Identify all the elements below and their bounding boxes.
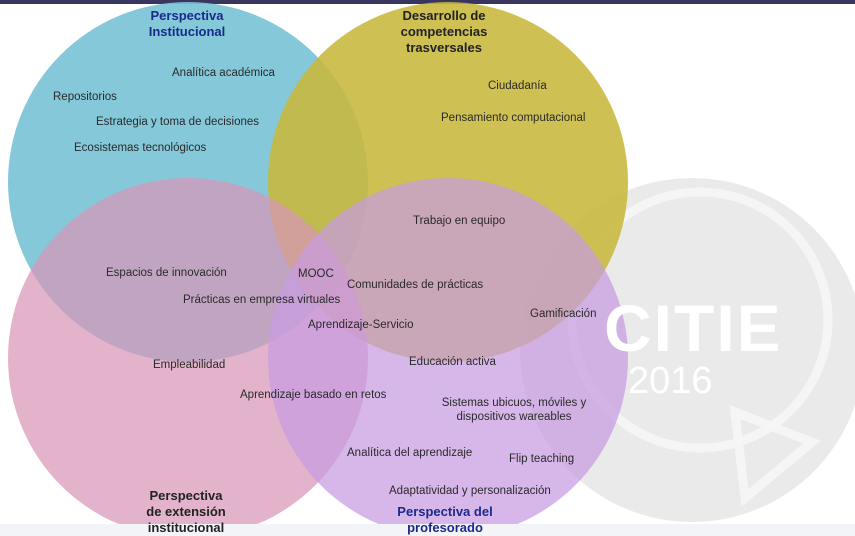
- title-line: Institucional: [148, 24, 226, 39]
- bottom-bar: [0, 524, 855, 536]
- title-competencias: Desarrollo de competencias trasversales: [384, 8, 504, 56]
- play-triangle-icon: [729, 405, 821, 507]
- item-line: dispositivos wareables: [456, 411, 572, 423]
- title-line: trasversales: [406, 40, 482, 55]
- item-ciudadania: Ciudadanía: [488, 80, 547, 92]
- title-institucional: Perspectiva Institucional: [127, 8, 247, 40]
- item-adaptatividad: Adaptatividad y personalización: [389, 485, 551, 497]
- item-estrategia: Estrategia y toma de decisiones: [96, 116, 260, 128]
- item-analitica-academica: Analítica académica: [172, 67, 275, 79]
- item-espacios: Espacios de innovación: [106, 267, 227, 279]
- logo-name: CITIE: [604, 291, 783, 365]
- logo-year: 2016: [628, 360, 713, 402]
- item-mooc: MOOC: [298, 268, 334, 280]
- circle-extension: [8, 178, 368, 536]
- item-flip-teaching: Flip teaching: [509, 453, 575, 465]
- item-aprendizaje-servicio: Aprendizaje-Servicio: [308, 319, 414, 331]
- title-line: profesorado: [407, 520, 483, 535]
- item-analitica-aprendizaje: Analítica del aprendizaje: [347, 447, 473, 459]
- title-line: Perspectiva: [149, 488, 223, 503]
- item-comunidades: Comunidades de prácticas: [347, 279, 484, 291]
- item-line: Sistemas ubicuos, móviles y: [441, 397, 587, 409]
- item-ecosistemas: Ecosistemas tecnológicos: [74, 142, 207, 154]
- item-trabajo-equipo: Trabajo en equipo: [413, 215, 506, 227]
- item-aprendizaje-retos: Aprendizaje basado en retos: [240, 389, 387, 401]
- title-line: de extensión: [146, 504, 226, 519]
- circle-profesorado: [268, 178, 628, 536]
- item-sistemas-ubicuos: Sistemas ubicuos, móviles y dispositivos…: [434, 396, 594, 424]
- title-line: Desarrollo de: [402, 8, 486, 23]
- item-practicas-empresa: Prácticas en empresa virtuales: [183, 294, 341, 306]
- item-pensamiento: Pensamiento computacional: [441, 112, 586, 124]
- item-repositorios: Repositorios: [53, 91, 117, 103]
- item-educacion-activa: Educación activa: [409, 356, 496, 368]
- top-bar: [0, 0, 855, 4]
- title-line: Perspectiva del: [397, 504, 493, 519]
- title-extension: Perspectiva de extensión institucional: [126, 488, 246, 536]
- title-line: Perspectiva: [150, 8, 224, 23]
- title-line: institucional: [147, 520, 225, 535]
- title-profesorado: Perspectiva del profesorado: [375, 504, 515, 536]
- item-empleabilidad: Empleabilidad: [153, 359, 226, 371]
- item-gamificacion: Gamificación: [530, 308, 597, 320]
- title-line: competencias: [400, 24, 488, 39]
